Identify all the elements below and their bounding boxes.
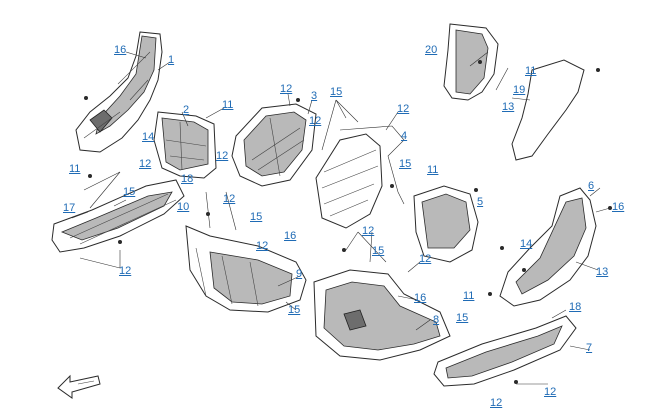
part-right-rear-inner-panel: [413, 185, 479, 263]
callout-11[interactable]: 11: [427, 164, 439, 176]
callout-leader-lines: [71, 51, 611, 385]
callout-12[interactable]: 12: [280, 83, 293, 95]
part-right-footwell-panel: [433, 315, 577, 387]
callout-15[interactable]: 15: [123, 186, 136, 198]
callout-15[interactable]: 15: [250, 211, 263, 223]
callout-11[interactable]: 11: [69, 163, 81, 175]
part-center-upper-shell: [231, 103, 317, 187]
callout-20[interactable]: 20: [425, 44, 438, 56]
part-left-rear-inner-panel: [153, 111, 217, 179]
callout-15[interactable]: 15: [372, 245, 385, 257]
callout-16[interactable]: 16: [284, 230, 297, 242]
callout-16[interactable]: 16: [414, 292, 427, 304]
callout-12[interactable]: 12: [139, 158, 152, 170]
callout-12[interactable]: 12: [119, 265, 132, 277]
callout-19[interactable]: 19: [513, 84, 526, 96]
callout-5[interactable]: 5: [477, 196, 484, 208]
callout-7[interactable]: 7: [586, 342, 593, 354]
part-right-side-panel: [499, 187, 597, 307]
part-center-left-floor-panel: [185, 225, 307, 313]
callout-12[interactable]: 12: [397, 103, 410, 115]
callout-16[interactable]: 16: [612, 201, 625, 213]
callout-11[interactable]: 11: [463, 290, 475, 302]
callout-12[interactable]: 12: [223, 193, 236, 205]
callout-14[interactable]: 14: [520, 238, 533, 250]
fastener-markers: [84, 60, 612, 384]
callout-12[interactable]: 12: [256, 240, 269, 252]
callout-12[interactable]: 12: [362, 225, 375, 237]
callout-6[interactable]: 6: [588, 180, 595, 192]
part-right-upper-fender-pair: [443, 23, 585, 161]
callout-17[interactable]: 17: [63, 202, 76, 214]
callout-2[interactable]: 2: [183, 104, 190, 116]
callout-16[interactable]: 16: [114, 44, 127, 56]
callout-12[interactable]: 12: [544, 386, 557, 398]
callout-13[interactable]: 13: [596, 266, 609, 278]
callout-15[interactable]: 15: [330, 86, 343, 98]
callout-12[interactable]: 12: [490, 397, 503, 409]
callout-10[interactable]: 10: [177, 201, 190, 213]
callout-1[interactable]: 1: [168, 54, 175, 66]
part-center-mesh-panel: [315, 125, 405, 229]
callout-15[interactable]: 15: [288, 304, 301, 316]
callout-15[interactable]: 15: [399, 158, 412, 170]
callout-14[interactable]: 14: [142, 131, 155, 143]
callout-18[interactable]: 18: [181, 173, 194, 185]
part-center-right-floor-panel: [313, 269, 451, 361]
part-left-footwell-panel: [51, 179, 185, 253]
callout-12[interactable]: 12: [216, 150, 229, 162]
callout-15[interactable]: 15: [456, 312, 469, 324]
callout-3[interactable]: 3: [311, 90, 318, 102]
callout-9[interactable]: 9: [296, 268, 303, 280]
callout-12[interactable]: 12: [309, 115, 322, 127]
callout-11[interactable]: 11: [222, 99, 234, 111]
callout-18[interactable]: 18: [569, 301, 582, 313]
callout-8[interactable]: 8: [433, 314, 440, 326]
front-direction-arrow-icon: [57, 374, 101, 399]
callout-13[interactable]: 13: [502, 101, 515, 113]
callout-4[interactable]: 4: [401, 130, 408, 142]
part-left-upper-side-panel: [75, 31, 163, 153]
callout-12[interactable]: 12: [419, 253, 432, 265]
callout-11[interactable]: 11: [525, 65, 537, 77]
